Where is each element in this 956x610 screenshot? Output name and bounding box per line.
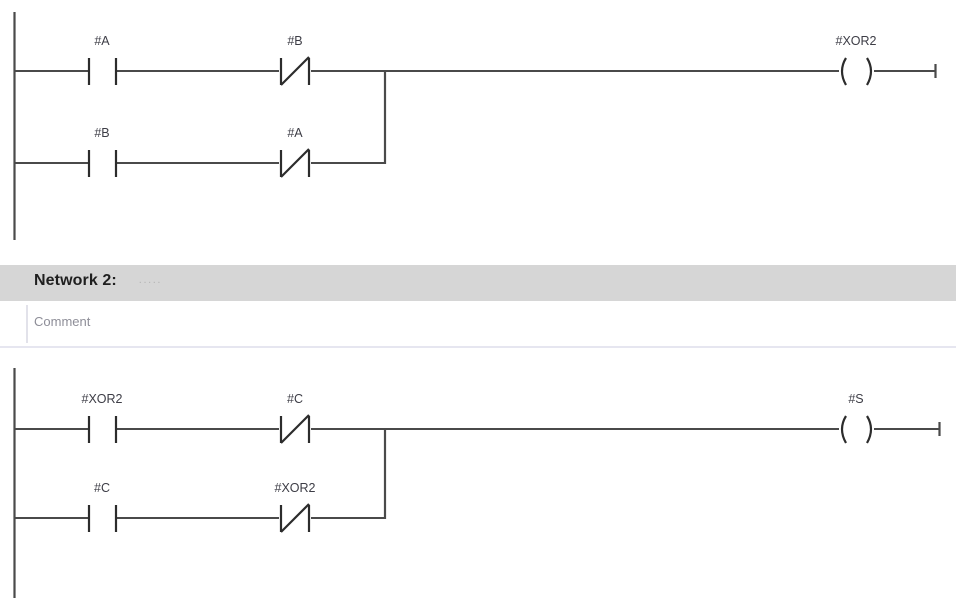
contact-slash xyxy=(280,56,310,86)
contact-no-c[interactable]: #C xyxy=(87,481,118,532)
network-1-ladder[interactable]: #A #B #B #A xyxy=(0,0,956,252)
contact-label: #A xyxy=(287,126,303,140)
coil-s[interactable]: #S xyxy=(840,392,873,444)
contact-label: #C xyxy=(94,481,110,495)
coil-paren-right xyxy=(866,415,873,444)
coil-xor2[interactable]: #XOR2 xyxy=(836,34,877,86)
contact-no-xor2[interactable]: #XOR2 xyxy=(82,392,123,443)
network-2-divider xyxy=(0,346,956,348)
coil-label: #S xyxy=(848,392,863,406)
comment-placeholder: Comment xyxy=(34,314,91,329)
contact-nc-c[interactable]: #C xyxy=(279,392,311,444)
comment-accent-bar xyxy=(26,305,28,343)
contact-slash xyxy=(280,503,310,533)
coil-paren-left xyxy=(840,415,847,444)
contact-nc-b[interactable]: #B xyxy=(279,34,311,86)
contact-no-b[interactable]: #B xyxy=(87,126,118,177)
contact-slash xyxy=(280,148,310,178)
coil-paren-right xyxy=(866,57,873,86)
contact-nc-a[interactable]: #A xyxy=(279,126,311,178)
coil-label: #XOR2 xyxy=(836,34,877,48)
contact-label: #A xyxy=(94,34,110,48)
network-title-placeholder: ..... xyxy=(138,274,163,286)
network-2-comment-row[interactable]: Comment xyxy=(0,301,956,348)
contact-label: #XOR2 xyxy=(275,481,316,495)
contact-label: #B xyxy=(94,126,109,140)
network-2-header[interactable]: Network 2: ..... xyxy=(0,265,956,301)
contact-no-a[interactable]: #A xyxy=(87,34,118,85)
contact-nc-xor2[interactable]: #XOR2 xyxy=(275,481,316,533)
contact-label: #XOR2 xyxy=(82,392,123,406)
contact-label: #B xyxy=(287,34,302,48)
contact-slash xyxy=(280,414,310,444)
network-title: Network 2: xyxy=(34,272,117,289)
network-2-ladder[interactable]: #XOR2 #C #C #XOR2 xyxy=(0,358,956,610)
coil-paren-left xyxy=(840,57,847,86)
contact-label: #C xyxy=(287,392,303,406)
